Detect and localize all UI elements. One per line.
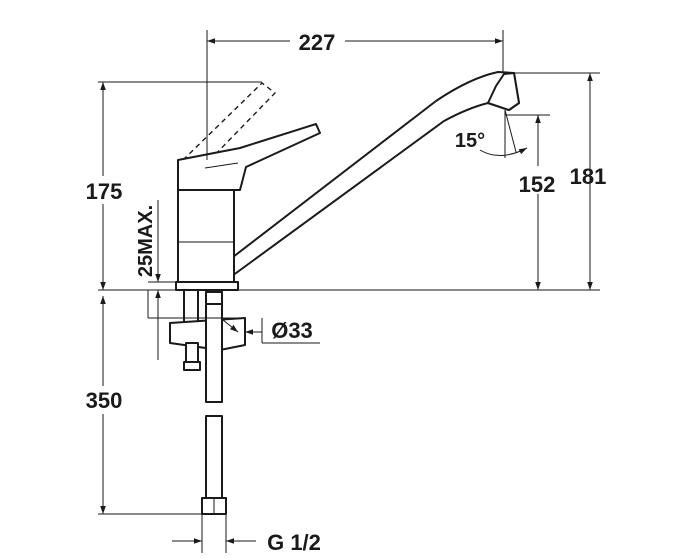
dim-outlet-height: 152 [519, 172, 556, 197]
dim-overall-height: 181 [570, 164, 607, 189]
dim-connection-thread: G 1/2 [267, 530, 321, 555]
dim-hole-diameter: Ø33 [271, 318, 313, 343]
dim-total-height: 175 [86, 179, 123, 204]
faucet-handle [177, 123, 321, 191]
lever-raised-dashed [182, 82, 277, 166]
spout [231, 71, 520, 277]
dim-deck-thickness: 25MAX. [135, 205, 157, 277]
dimension-lines [98, 30, 600, 553]
faucet-drawing [169, 71, 520, 515]
base-plate [175, 281, 239, 291]
supply-hose-lower [205, 415, 223, 499]
supply-hose [205, 291, 223, 403]
dim-spout-reach: 227 [299, 30, 336, 55]
dim-hose-length: 350 [86, 388, 123, 413]
faucet-body [177, 189, 235, 289]
dim-outlet-angle: 15° [455, 130, 485, 152]
